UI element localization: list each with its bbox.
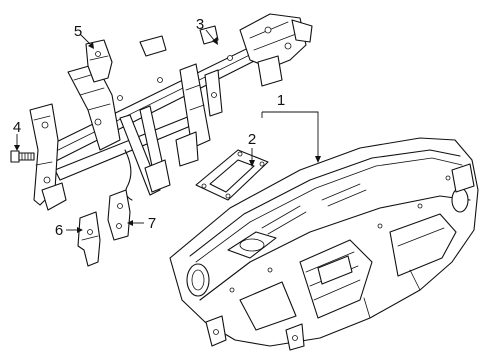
callout-1: 1	[277, 92, 285, 109]
callout-3: 3	[196, 16, 204, 33]
callout-7: 7	[148, 215, 156, 232]
cross-car-beam	[29, 13, 313, 211]
callout-2: 2	[248, 131, 256, 148]
callout-6: 6	[55, 222, 63, 239]
callout-5: 5	[74, 23, 82, 40]
instrument-panel	[169, 137, 479, 351]
leader-lines	[14, 29, 321, 233]
beam-bracket	[85, 39, 113, 83]
support-bracket-right	[107, 189, 131, 241]
panel-bracket	[195, 149, 269, 201]
bolt	[10, 150, 35, 163]
support-bracket-left	[77, 211, 101, 267]
callout-4: 4	[13, 119, 21, 136]
